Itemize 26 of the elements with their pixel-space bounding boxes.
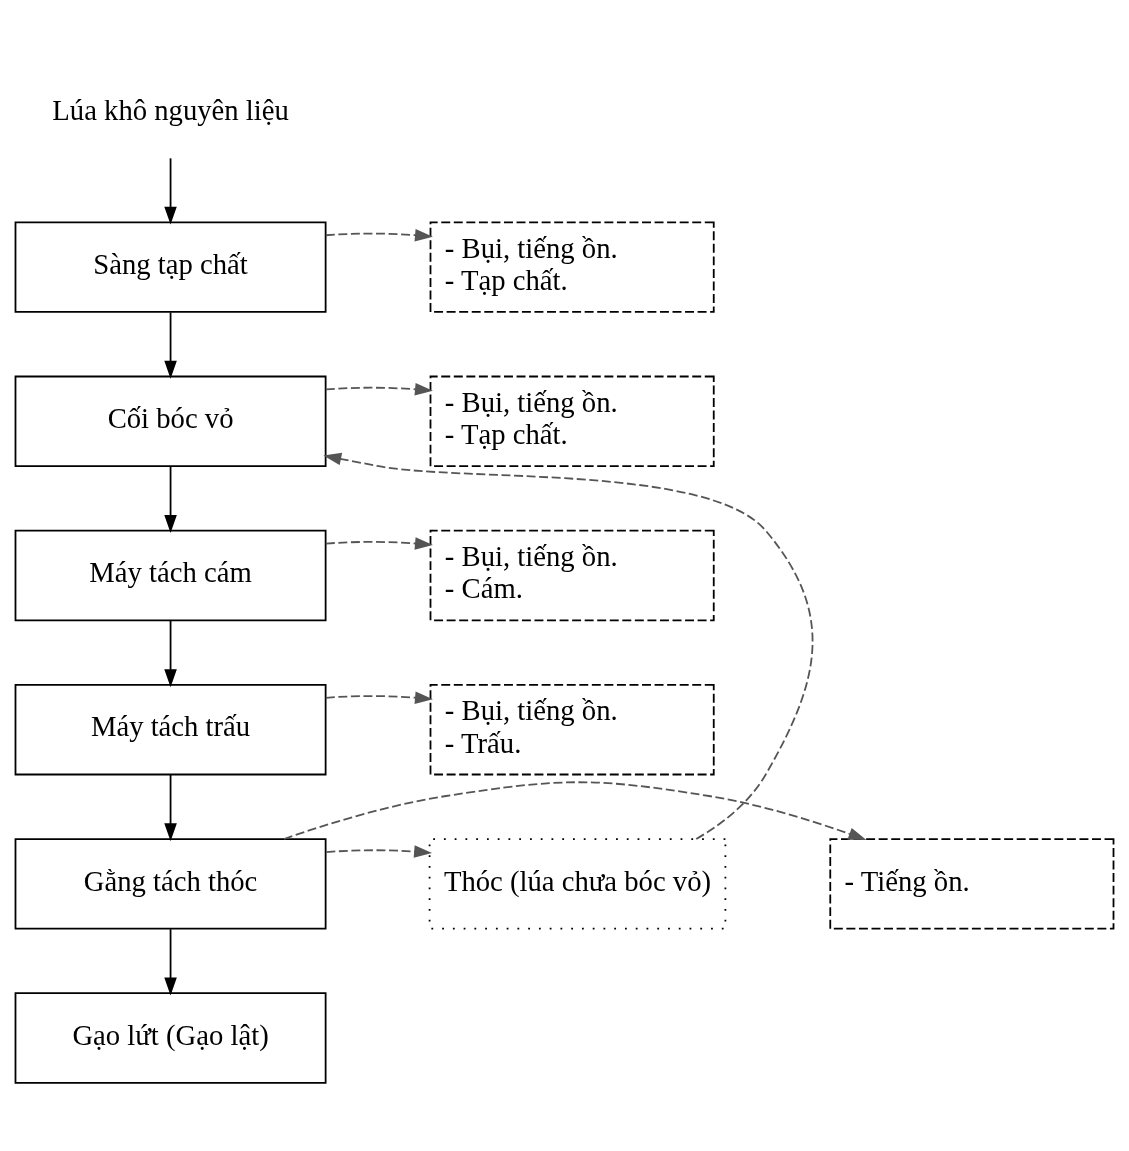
node-text: Lúa khô nguyên liệu xyxy=(52,93,289,126)
node-box: Sàng tạp chất xyxy=(14,221,327,313)
node-box: Gằng tách thóc xyxy=(14,838,327,930)
arrow xyxy=(164,157,177,225)
node-box: Thóc (lúa chưa bóc vỏ) xyxy=(428,838,727,930)
node-box: - Bụi, tiếng ồn. - Tạp chất. xyxy=(429,221,715,313)
node-box: - Bụi, tiếng ồn. - Tạp chất. xyxy=(429,375,715,468)
arrow xyxy=(323,452,814,840)
arrow xyxy=(324,691,433,704)
node-box: - Bụi, tiếng ồn. - Trấu. xyxy=(429,683,715,776)
arrow xyxy=(164,311,177,379)
node-box: Máy tách cám xyxy=(14,529,327,622)
node-box: Cối bóc vỏ xyxy=(14,375,327,468)
node-box: - Tiếng ồn. xyxy=(829,838,1115,930)
arrow xyxy=(325,845,433,858)
node-box: Gạo lứt (Gạo lật) xyxy=(14,992,327,1084)
arrow xyxy=(164,774,177,842)
arrow xyxy=(324,537,433,550)
arrow xyxy=(164,928,177,996)
arrow xyxy=(283,781,867,840)
node-box: - Bụi, tiếng ồn. - Cám. xyxy=(429,529,715,622)
arrow xyxy=(164,465,177,533)
arrow xyxy=(324,228,433,242)
arrow xyxy=(324,383,433,396)
arrow xyxy=(164,619,177,688)
node-box: Máy tách trấu xyxy=(14,683,327,776)
